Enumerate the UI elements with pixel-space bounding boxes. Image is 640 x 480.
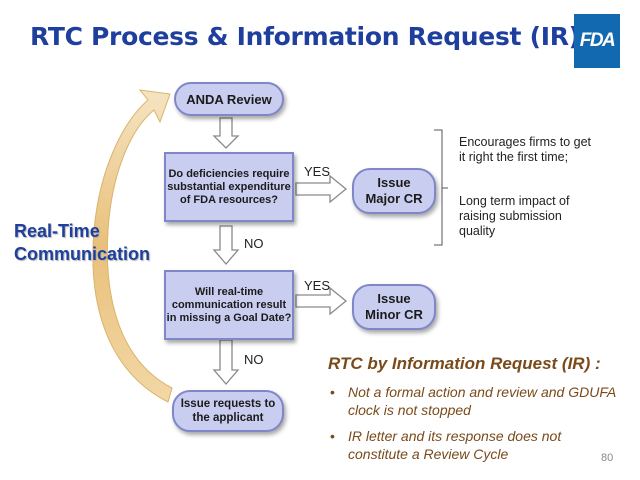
side-label-line1: Real-Time xyxy=(14,221,100,241)
no-label-1: NO xyxy=(244,236,264,251)
major-cr-node: Issue Major CR xyxy=(352,168,436,214)
note-long-term-impact: Long term impact of raising submission q… xyxy=(459,194,570,238)
bullet2-text: IR letter and its response does not cons… xyxy=(348,428,562,462)
real-time-communication-label: Real-Time Communication xyxy=(14,220,150,266)
no-label-2: NO xyxy=(244,352,264,367)
side-label-line2: Communication xyxy=(14,244,151,264)
feedback-arc-arrow xyxy=(92,89,173,403)
right-arrow-yes-1 xyxy=(295,174,348,204)
question1-label: Do deficiencies require substantial expe… xyxy=(167,167,291,206)
page-number: 80 xyxy=(601,452,614,464)
yes-label-2: YES xyxy=(304,278,331,293)
right-arrow-yes-2 xyxy=(295,286,348,316)
deficiencies-question-node: Do deficiencies require substantial expe… xyxy=(164,152,294,222)
anda-review-label: ANDA Review xyxy=(186,91,272,107)
bullet-dot-icon: • xyxy=(330,428,335,444)
rtc-ir-bullet-2: • IR letter and its response does not co… xyxy=(330,427,620,463)
anda-review-node: ANDA Review xyxy=(174,82,284,116)
down-arrow-1 xyxy=(212,117,240,149)
major-cr-line1: Issue xyxy=(377,175,411,190)
fda-logo: FDA xyxy=(574,14,620,68)
issue-requests-label: Issue requests to the applicant xyxy=(180,398,276,424)
goal-date-question-node: Will real-time communication result in m… xyxy=(164,270,294,340)
question2-label: Will real-time communication result in m… xyxy=(166,285,292,324)
notes-bracket xyxy=(434,129,448,246)
rtc-ir-heading: RTC by Information Request (IR) : xyxy=(328,354,601,373)
yes-label-1: YES xyxy=(304,164,331,179)
major-cr-line2: Major CR xyxy=(365,191,423,206)
bullet-dot-icon: • xyxy=(330,384,335,400)
issue-requests-node: Issue requests to the applicant xyxy=(172,390,284,432)
minor-cr-line1: Issue xyxy=(377,291,411,306)
down-arrow-3 xyxy=(212,339,240,385)
page-title: RTC Process & Information Request (IR) xyxy=(30,22,580,51)
minor-cr-line2: Minor CR xyxy=(365,307,423,322)
down-arrow-2 xyxy=(212,225,240,265)
minor-cr-node: Issue Minor CR xyxy=(352,284,436,330)
rtc-ir-bullet-1: • Not a formal action and review and GDU… xyxy=(330,383,620,419)
bullet1-text: Not a formal action and review and GDUFA… xyxy=(348,384,616,418)
note-encourages-firms: Encourages firms to get it right the fir… xyxy=(459,135,592,164)
